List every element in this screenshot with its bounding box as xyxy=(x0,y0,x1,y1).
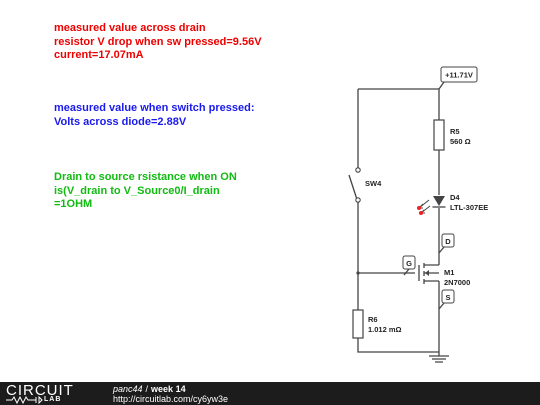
ground-icon xyxy=(429,352,449,363)
note-diode-voltage-measurement: measured value when switch pressed: Volt… xyxy=(54,102,255,128)
resistor-r5-value: 560 Ω xyxy=(450,137,471,146)
resistor-wave-icon xyxy=(6,396,43,404)
resistor-r6 xyxy=(352,309,364,339)
led-d4 xyxy=(417,196,446,215)
led-d4-name: D4 xyxy=(450,193,460,202)
author-link[interactable]: panc44 xyxy=(113,384,143,394)
gate-tag: G xyxy=(402,255,416,276)
source-tag: S xyxy=(438,289,455,310)
note-drain-source-resistance: Drain to source rsistance when ON is(V_d… xyxy=(54,171,237,210)
footer-bar: CIRCUIT LAB panc44/week 14 http://circui… xyxy=(0,382,540,405)
led-d4-part: LTL-307EE xyxy=(450,203,488,212)
resistor-r6-value: 1.012 mΩ xyxy=(368,325,402,334)
resistor-r5 xyxy=(433,119,445,151)
footer-separator: / xyxy=(145,384,149,394)
led-glow-icon xyxy=(417,206,421,210)
mosfet-m1-part: 2N7000 xyxy=(444,278,470,287)
circuit-title: week 14 xyxy=(151,384,186,394)
circuit-url-link[interactable]: http://circuitlab.com/cy6yw3e xyxy=(113,394,229,404)
supply-flag: +11.71V xyxy=(438,66,478,90)
mosfet-m1-name: M1 xyxy=(444,268,454,277)
resistor-r6-name: R6 xyxy=(368,315,378,324)
circuitlab-logo-sub: LAB xyxy=(44,396,62,403)
circuit-schematic: +11.71V SW4 R5 560 Ω D4 LTL-307EE D M1 2… xyxy=(348,66,488,363)
supply-voltage-label: +11.71V xyxy=(445,71,473,80)
switch-sw4 xyxy=(348,167,361,203)
mosfet-m1 xyxy=(418,263,439,284)
switch-sw4-label: SW4 xyxy=(365,179,382,188)
note-drain-resistor-measurement: measured value across drain resistor V d… xyxy=(54,22,262,61)
circuitlab-logo: CIRCUIT xyxy=(6,382,74,399)
led-glow-icon xyxy=(419,211,423,215)
resistor-r5-name: R5 xyxy=(450,127,460,136)
wire-left-rail-bottom xyxy=(357,338,439,353)
drain-tag-label: D xyxy=(445,237,451,246)
junction-dot xyxy=(356,271,360,275)
gate-tag-label: G xyxy=(406,259,412,268)
source-tag-label: S xyxy=(445,293,450,302)
drain-tag: D xyxy=(438,233,455,254)
